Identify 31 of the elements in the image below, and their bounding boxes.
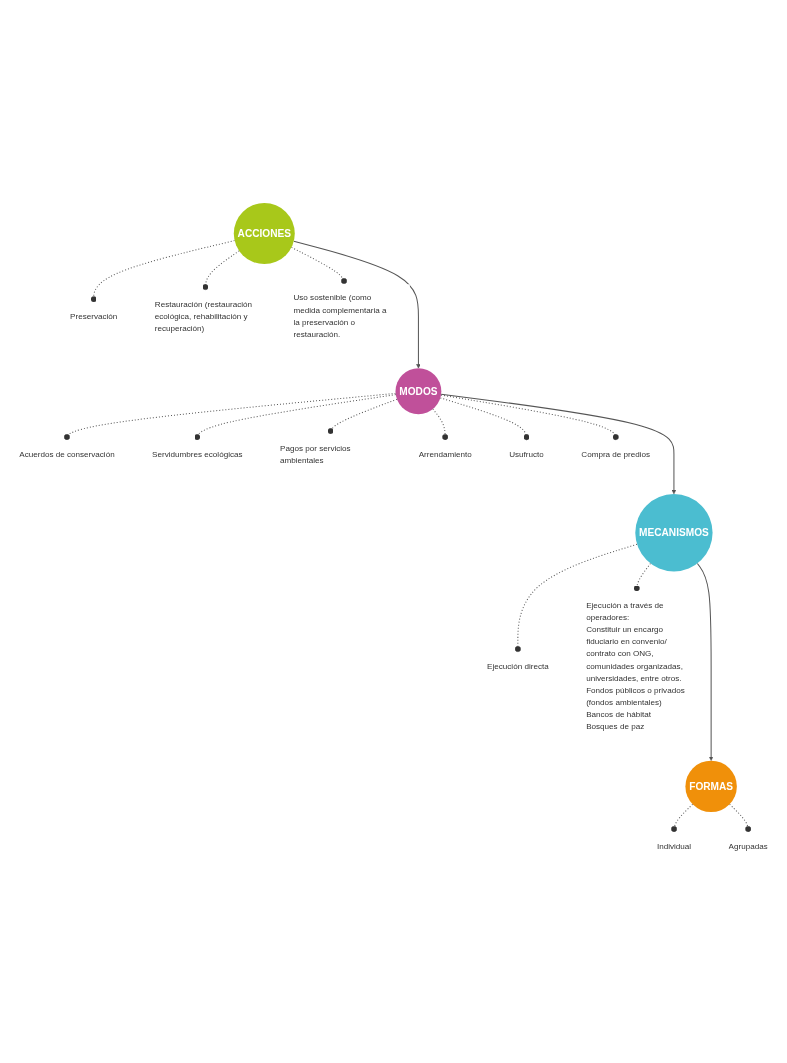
node-circle: FORMAS bbox=[685, 760, 737, 813]
node-text: Usufructo bbox=[509, 449, 544, 459]
connector bbox=[327, 398, 398, 435]
node-text: Preservación bbox=[70, 311, 118, 321]
node-text: Servidumbres ecológicas bbox=[152, 449, 243, 459]
node-circle: MECANISMOS bbox=[635, 494, 713, 572]
node-text: Pagos por servicios ambientales bbox=[279, 443, 351, 465]
node-text: Uso sostenible (como medida complementaria a la preservación o restauración. bbox=[293, 293, 387, 339]
connector bbox=[63, 393, 397, 442]
node-circle: ACCIONES bbox=[233, 203, 295, 265]
node-circle: MODOS bbox=[395, 368, 442, 415]
node-text: Compra de predios bbox=[581, 449, 651, 459]
connector bbox=[432, 408, 449, 442]
connector bbox=[90, 240, 236, 304]
connector bbox=[194, 394, 397, 442]
arrow bbox=[440, 393, 677, 495]
connector bbox=[202, 250, 240, 292]
node-text: Individual bbox=[656, 841, 692, 851]
node-text: Arrendamiento bbox=[418, 449, 472, 459]
node-text: Ejecución a través de operadores: Constituir un encargo fiduciario en convenio/ contrato con ONG, comunidades organizadas, universidades, entre otros. Fondos públicos o privados (fondos ambientales) Bancos de hábitat Bosques de paz bbox=[586, 600, 685, 731]
connector bbox=[633, 563, 651, 593]
node-text: Restauración (restauración ecológica, rehabilitación y recuperación) bbox=[154, 299, 252, 333]
node-text: Ejecución directa bbox=[487, 661, 549, 671]
node-text: Agrupadas bbox=[728, 841, 768, 851]
connector bbox=[514, 543, 638, 653]
connector bbox=[671, 803, 694, 833]
arrow bbox=[696, 563, 714, 761]
connector bbox=[440, 394, 619, 442]
arrow bbox=[293, 240, 421, 369]
node-text: Acuerdos de conservación bbox=[19, 449, 115, 459]
connector bbox=[729, 803, 752, 833]
